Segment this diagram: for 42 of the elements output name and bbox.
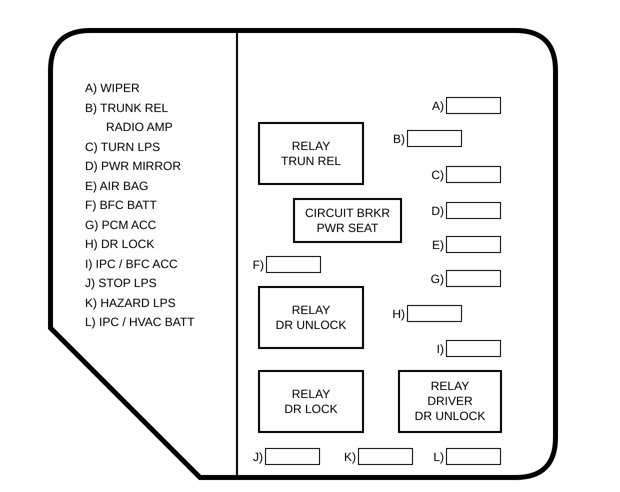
relay-label: PWR SEAT (316, 220, 378, 236)
relay-label: RELAY (292, 138, 330, 154)
slot-letter: A) (432, 98, 444, 112)
slot-letter: K) (344, 450, 356, 464)
relay-label: RELAY (430, 379, 470, 394)
slot-letter: J) (253, 450, 263, 464)
relay-label: DRIVER (427, 394, 473, 409)
relay-label: CIRCUIT BRKR (304, 206, 390, 220)
relay-box (258, 122, 364, 185)
fuse-legend-text: RADIO AMP (106, 120, 173, 134)
fuse-legend-text: F) BFC BATT (85, 198, 157, 212)
relay-label: DR LOCK (284, 402, 338, 416)
slot-letter: I) (436, 342, 444, 356)
relay-label: RELAY (292, 302, 330, 318)
relay-label: TRUN REL (280, 154, 341, 168)
slot-letter: G) (430, 272, 444, 286)
fuse-legend-text: C) TURN LPS (85, 140, 160, 154)
fuse-legend-text: K) HAZARD LPS (85, 296, 176, 310)
relay-box (258, 370, 364, 433)
fuse-legend-text: J) STOP LPS (85, 276, 157, 290)
fuse-legend-text: L) IPC / HVAC BATT (85, 315, 195, 329)
relay-label: DR UNLOCK (276, 318, 346, 332)
slot-letter: H) (392, 306, 405, 320)
relay-box (293, 198, 402, 243)
slot-letter: C) (431, 168, 444, 182)
fuse-legend-text: B) TRUNK REL (85, 100, 168, 114)
fuse-panel-outline (48, 28, 558, 480)
fuse-legend-text: A) WIPER (85, 81, 140, 95)
fuse-legend-text: D) PWR MIRROR (85, 159, 181, 173)
fuse-legend-text: H) DR LOCK (85, 237, 154, 251)
relay-label: DR UNLOCK (414, 409, 486, 424)
slot-letter: L) (433, 450, 444, 464)
relay-box (258, 286, 364, 349)
fuse-legend-text: I) IPC / BFC ACC (85, 256, 178, 270)
fuse-legend-text: G) PCM ACC (85, 218, 156, 232)
slot-letter: D) (431, 204, 444, 218)
slot-letter: E) (432, 238, 444, 252)
slot-letter: B) (393, 132, 405, 146)
fuse-legend-text: E) AIR BAG (85, 178, 148, 192)
relay-label: RELAY (292, 386, 330, 402)
relay-box (398, 370, 502, 433)
slot-letter: F) (252, 258, 264, 272)
